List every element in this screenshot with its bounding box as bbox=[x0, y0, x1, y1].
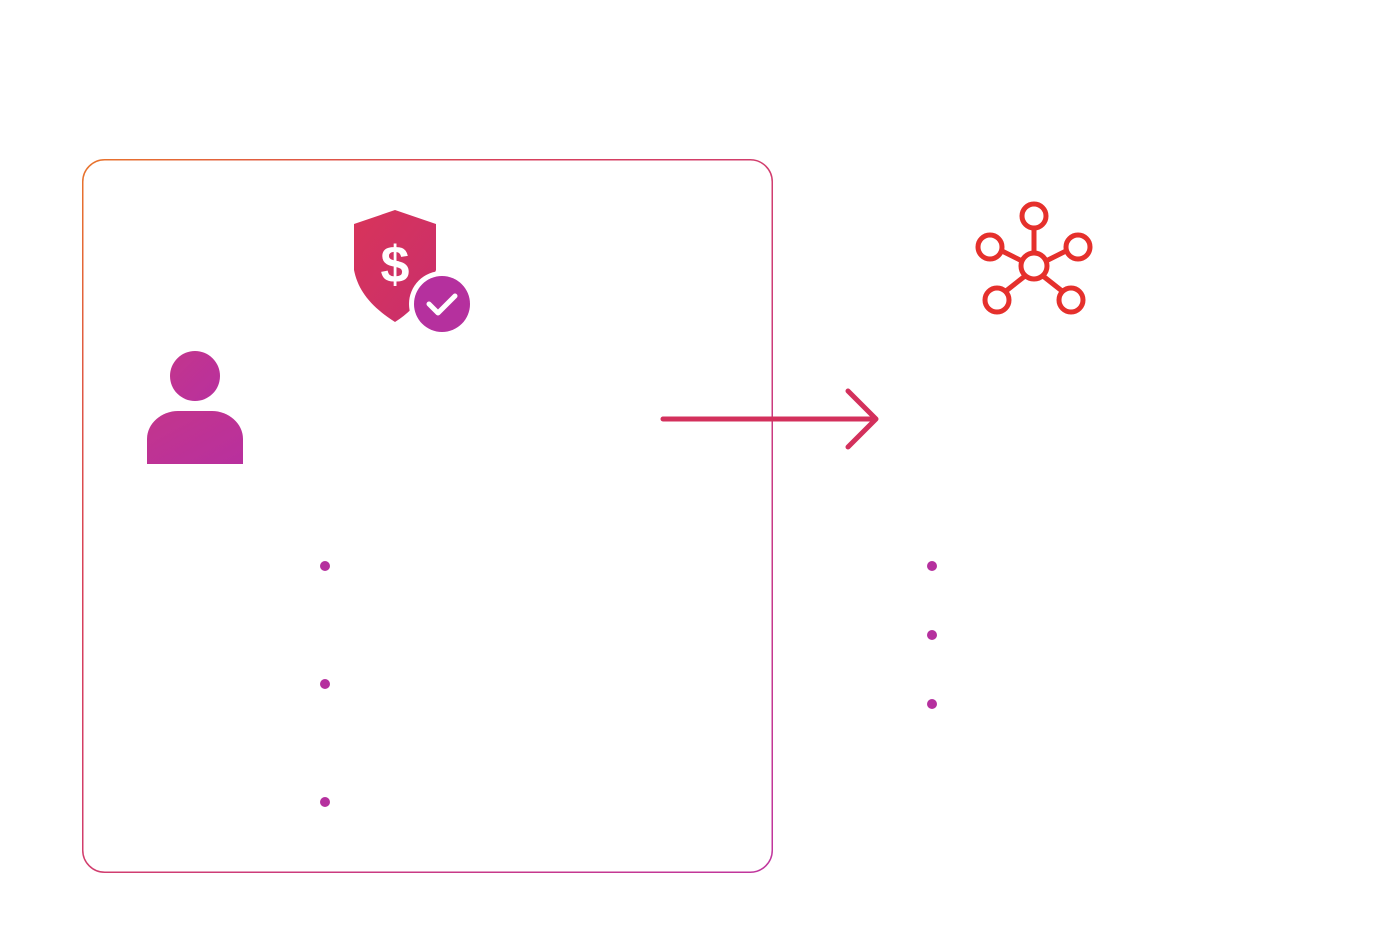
left-bullet-3 bbox=[320, 797, 330, 807]
svg-text:$: $ bbox=[381, 236, 410, 294]
left-panel-frame bbox=[82, 159, 773, 873]
left-bullet-1 bbox=[320, 561, 330, 571]
person-icon bbox=[147, 351, 243, 464]
right-bullet-3 bbox=[927, 699, 937, 709]
arrow-right-icon bbox=[660, 388, 879, 450]
check-badge-icon bbox=[409, 271, 474, 336]
shield-dollar-icon: $ bbox=[354, 210, 474, 336]
left-bullet-2 bbox=[320, 679, 330, 689]
network-hub-icon bbox=[975, 201, 1093, 315]
right-bullet-1 bbox=[927, 561, 937, 571]
right-bullet-2 bbox=[927, 630, 937, 640]
